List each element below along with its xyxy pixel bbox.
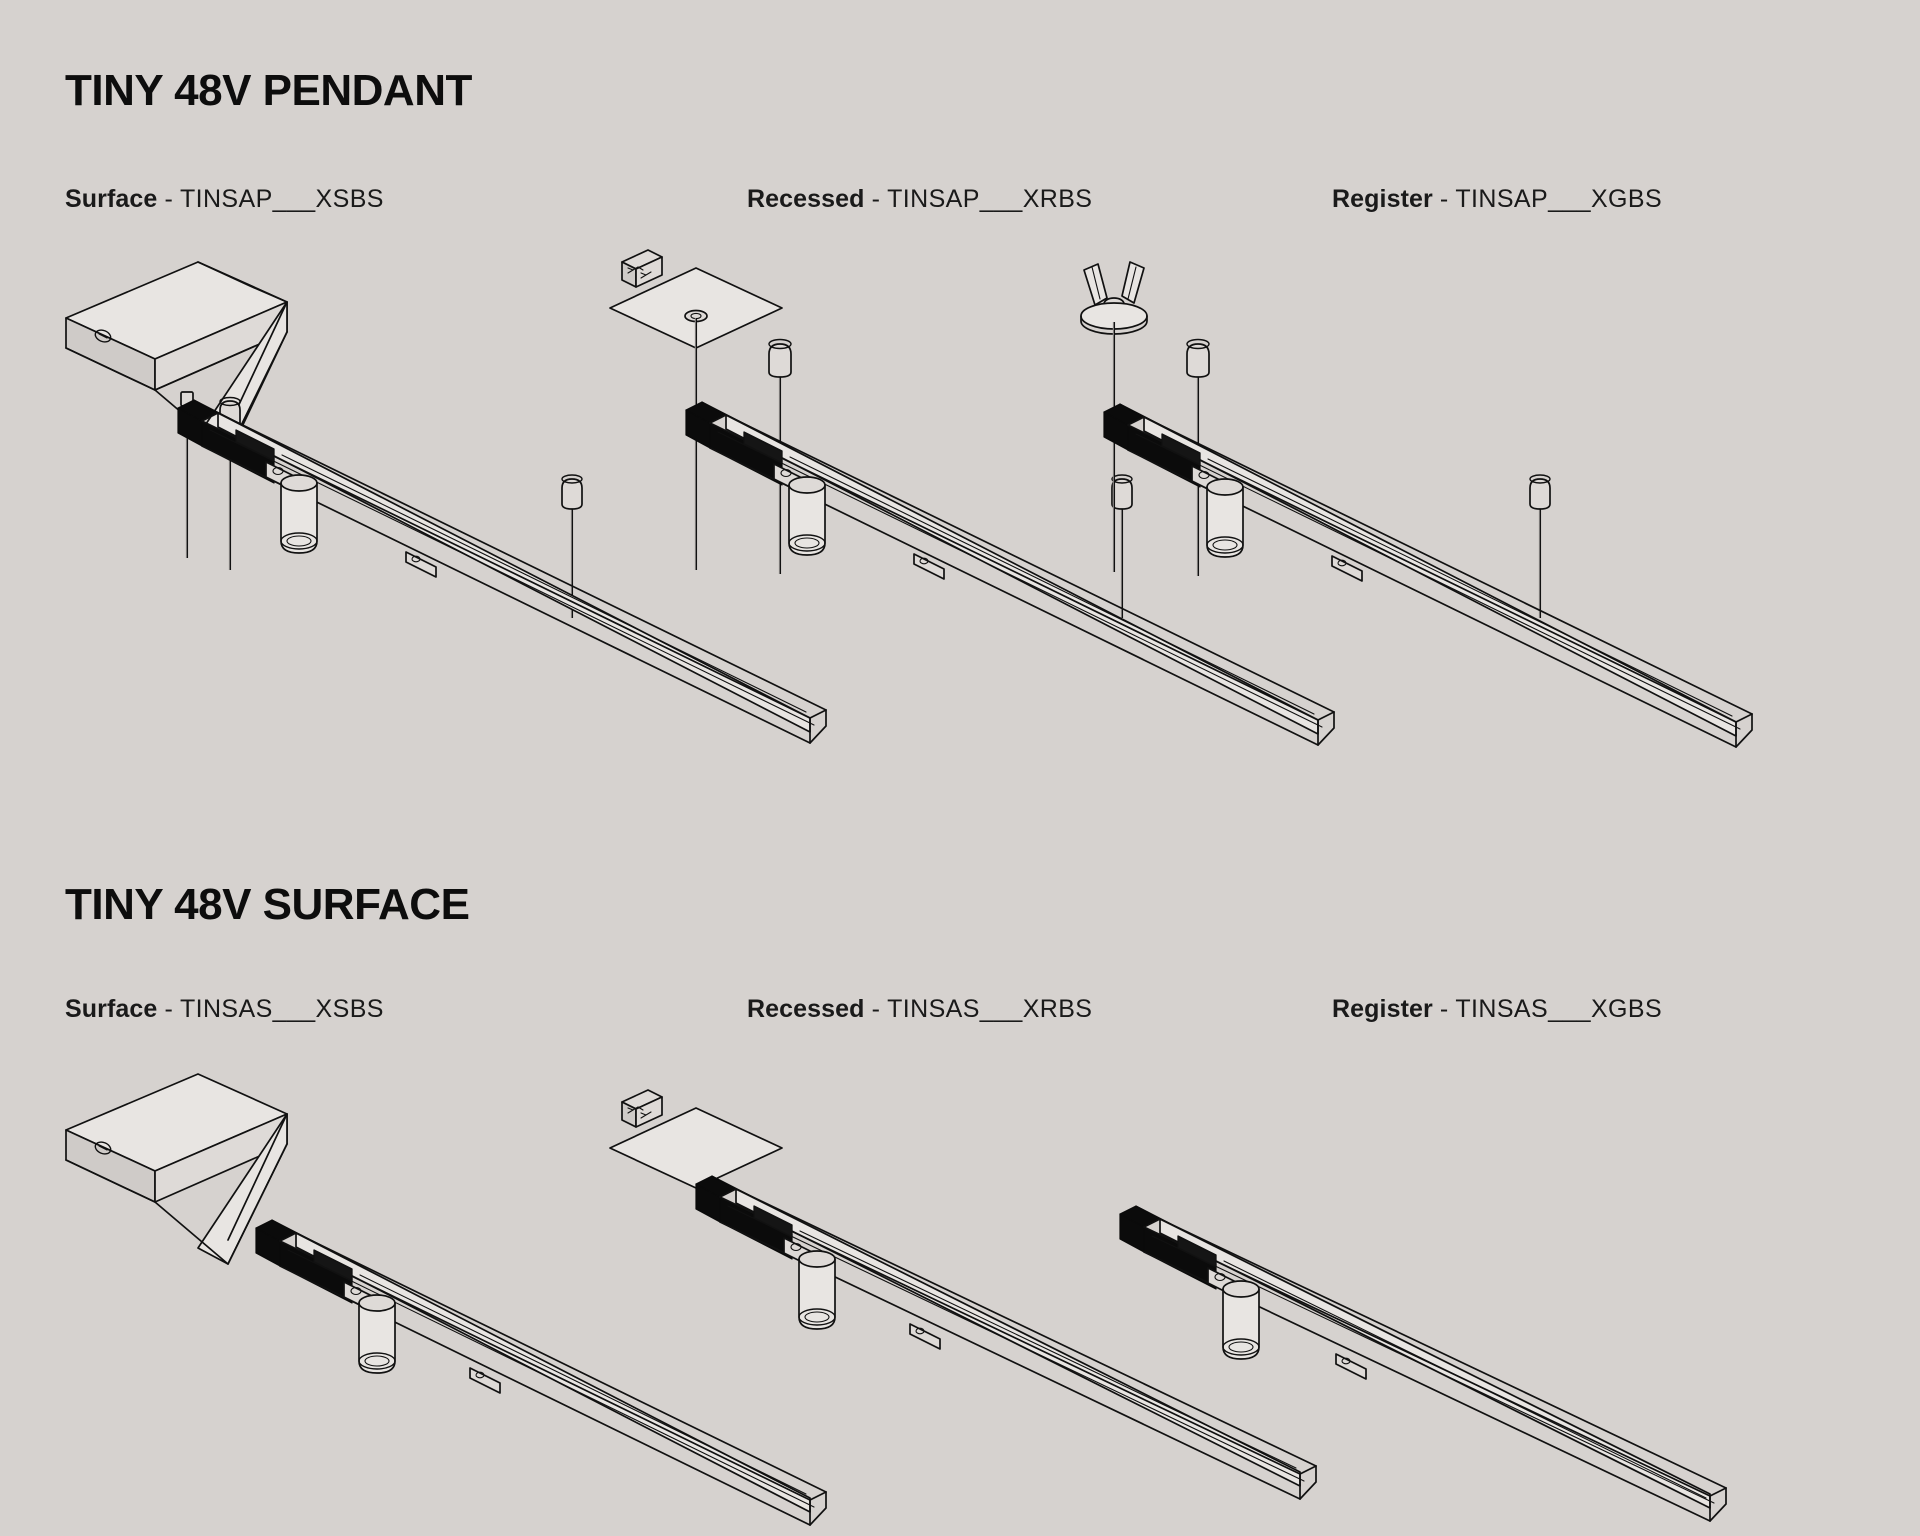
cylinder-spotlight xyxy=(343,1281,396,1374)
track-rail xyxy=(1119,1205,1727,1522)
variant-code: TINSAP___XRBS xyxy=(887,185,1093,213)
variant-label-surface-surface: Surface - TINSAS___XSBS xyxy=(65,995,384,1024)
variant-separator: - xyxy=(157,995,180,1023)
track-accessory xyxy=(909,1323,941,1350)
figure-pendant-surface xyxy=(50,240,880,800)
cable-ferrule xyxy=(1529,474,1551,510)
section-title-surface: TINY 48V SURFACE xyxy=(65,880,470,929)
variant-separator: - xyxy=(157,185,180,213)
figure-pendant-recessed xyxy=(600,240,1430,800)
track-accessory xyxy=(913,553,945,580)
track-accessory xyxy=(405,551,437,578)
section-surface: TINY 48V SURFACE Surface - TINSAS___XSBS… xyxy=(0,790,1920,1536)
ceiling-plate xyxy=(609,1089,783,1189)
variant-name: Surface xyxy=(65,185,158,213)
variant-code: TINSAS___XRBS xyxy=(887,995,1093,1023)
track-rail xyxy=(695,1175,1317,1500)
mounting-screw xyxy=(94,1141,112,1155)
track-accessory xyxy=(1335,1353,1367,1380)
variant-code: TINSAP___XSBS xyxy=(179,185,384,213)
canopy-box xyxy=(65,261,288,453)
suspension-cable-left xyxy=(694,318,698,570)
cylinder-spotlight xyxy=(1207,1267,1260,1360)
canopy-box xyxy=(65,1073,288,1265)
variant-name: Register xyxy=(1332,995,1433,1023)
spring-clip-rose xyxy=(1080,261,1148,335)
variant-code: TINSAS___XGBS xyxy=(1455,995,1663,1023)
cylinder-spotlight xyxy=(783,1237,836,1330)
figure-surface-surface xyxy=(50,1058,880,1526)
variant-label-pendant-register: Register - TINSAP___XGBS xyxy=(1332,185,1662,214)
figure-surface-recessed xyxy=(600,1080,1430,1520)
track-accessory xyxy=(1331,555,1363,582)
suspension-cable-left xyxy=(1112,322,1116,572)
variant-label-pendant-recessed: Recessed - TINSAP___XRBS xyxy=(747,185,1092,214)
variant-name: Register xyxy=(1332,185,1433,213)
track-rail xyxy=(177,399,827,744)
mounting-screw xyxy=(94,329,112,343)
figure-surface-register xyxy=(1110,1120,1920,1522)
cylinder-spotlight xyxy=(1191,465,1244,558)
section-pendant: TINY 48V PENDANT Surface - TINSAP___XSBS… xyxy=(65,66,1753,748)
junction-box xyxy=(621,249,663,288)
figure-pendant-register xyxy=(1070,240,1900,800)
cable-ferrule xyxy=(768,338,792,378)
cable-ferrule xyxy=(1111,474,1133,510)
cable-ferrule xyxy=(561,474,583,510)
cable-ferrule xyxy=(1186,338,1210,378)
variant-code: TINSAP___XGBS xyxy=(1455,185,1663,213)
variant-separator: - xyxy=(864,995,888,1023)
variant-separator: - xyxy=(1432,185,1456,213)
ceiling-plate xyxy=(609,249,783,349)
variant-name: Recessed xyxy=(747,185,865,213)
junction-box xyxy=(621,1089,663,1128)
track-accessory xyxy=(469,1367,501,1394)
variant-separator: - xyxy=(1432,995,1456,1023)
variant-label-pendant-surface: Surface - TINSAP___XSBS xyxy=(65,185,384,214)
track-rail xyxy=(685,401,1335,746)
variant-label-surface-register: Register - TINSAS___XGBS xyxy=(1332,995,1662,1024)
track-rail xyxy=(255,1219,827,1526)
suspension-cable-far xyxy=(1111,474,1133,618)
variant-code: TINSAS___XSBS xyxy=(179,995,384,1023)
track-rail xyxy=(1103,403,1753,748)
variant-name: Surface xyxy=(65,995,158,1023)
section-title-pendant: TINY 48V PENDANT xyxy=(65,66,472,115)
suspension-cable-far xyxy=(1529,474,1551,618)
variant-label-surface-recessed: Recessed - TINSAS___XRBS xyxy=(747,995,1092,1024)
cylinder-spotlight xyxy=(265,461,318,554)
variant-name: Recessed xyxy=(747,995,865,1023)
variant-separator: - xyxy=(864,185,888,213)
cylinder-spotlight xyxy=(773,463,826,556)
